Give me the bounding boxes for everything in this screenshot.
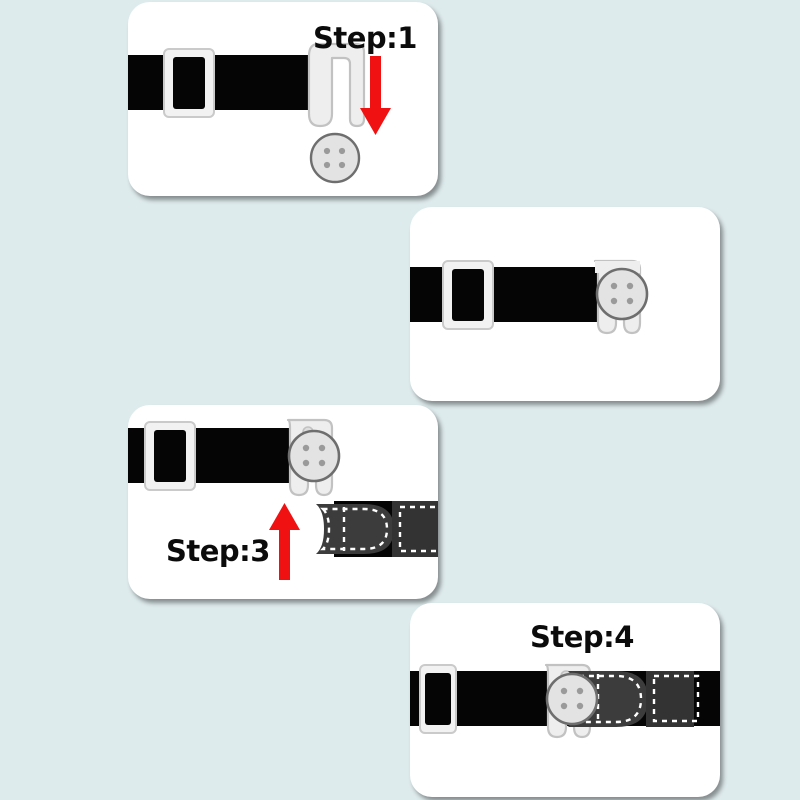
belt-keeper-window [452, 269, 484, 321]
four-hole-button-icon [309, 132, 361, 184]
step-card-2-content: Step:2 [410, 207, 720, 401]
clip-keyhole-slot [302, 426, 314, 444]
black-belt-icon [410, 671, 576, 726]
step-3-title: Step:3 [166, 534, 270, 568]
step-1-title: Step:1 [313, 21, 417, 55]
plate-clip-icon [286, 418, 334, 497]
plate-clip-icon [593, 259, 642, 335]
belt-keeper-icon [144, 421, 196, 491]
step-3-illustration [128, 418, 438, 580]
belt-keeper-icon [163, 48, 215, 118]
belt-keeper-icon [442, 260, 494, 330]
black-belt-continuation [576, 671, 720, 726]
plate-clip-icon [544, 663, 592, 739]
black-belt-icon [128, 55, 328, 110]
four-hole-button-icon [545, 672, 599, 726]
belt-keeper-window [154, 430, 186, 482]
black-belt-icon [128, 428, 292, 483]
four-hole-button-icon [287, 429, 341, 483]
arrow-up-icon [269, 503, 300, 580]
step-card-1-content: Step:1 [128, 2, 438, 196]
step-2-illustration [410, 259, 649, 335]
arrow-down-icon [360, 56, 391, 135]
belt-keeper-window [425, 673, 451, 725]
step-card-3: Step:3 [128, 405, 438, 599]
stitched-strap-icon [568, 671, 700, 727]
step-4-title: Step:4 [530, 620, 634, 654]
four-hole-button-icon [595, 267, 649, 321]
step-card-3-content: Step:3 [128, 405, 438, 599]
step-card-4-content: Step:4 [410, 603, 720, 797]
black-belt-icon [410, 267, 598, 322]
step-card-2: Step:2 [410, 207, 720, 401]
step-card-1: Step:1 [128, 2, 438, 196]
belt-keeper-window [173, 57, 205, 109]
stitched-strap-icon [316, 501, 438, 557]
belt-keeper-icon [419, 664, 457, 734]
step-card-4: Step:4 [410, 603, 720, 797]
hook-clip-icon [307, 42, 366, 128]
clip-keyhole-slot [560, 670, 572, 688]
